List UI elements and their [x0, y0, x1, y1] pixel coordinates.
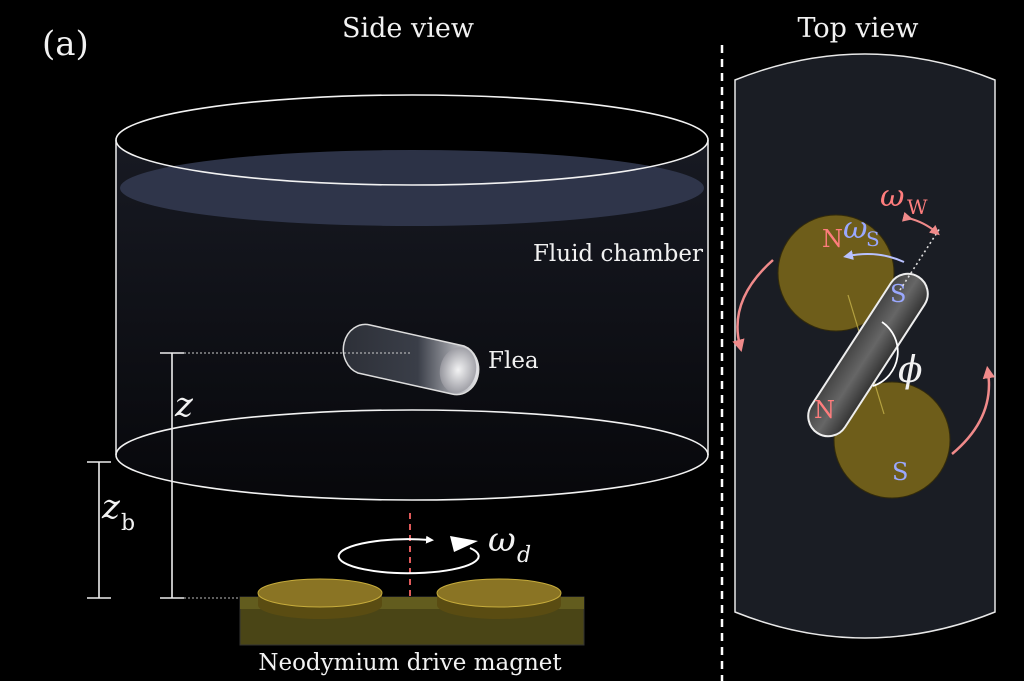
drive-magnet: [239, 578, 585, 646]
fluid-chamber-label: Fluid chamber: [533, 241, 703, 267]
side-view: (a) Side view Fluid chamber Flea z z b ω…: [42, 13, 709, 676]
flea-label: Flea: [488, 348, 539, 374]
top-flea: [807, 272, 929, 438]
drive-arrowhead: [450, 536, 478, 552]
omega-s-subscript: S: [866, 227, 880, 251]
z-dimension: [160, 352, 184, 599]
magnet-disk-right: [436, 578, 562, 608]
flea-axis-line: [899, 227, 941, 291]
z-label: z: [174, 385, 194, 425]
chamber-body: [116, 140, 708, 500]
panel-label: (a): [42, 24, 89, 64]
phi-arc: [872, 321, 899, 387]
zb-label: z: [101, 487, 121, 527]
magnet-label: Neodymium drive magnet: [258, 650, 562, 676]
magnet-disk-left: [257, 578, 383, 608]
flea-s-pole: S: [890, 280, 906, 308]
flea: [342, 323, 480, 396]
pink-arrow-right: [951, 365, 996, 455]
zb-dimension: [87, 461, 111, 599]
magnet-n-pole: N: [822, 225, 843, 253]
zb-subscript: b: [121, 511, 135, 536]
chamber-base: [115, 409, 709, 501]
phi-label: ϕ: [898, 350, 923, 391]
drive-rotation-arrow: [337, 535, 480, 575]
pink-arrow-left: [732, 259, 774, 353]
omega-s-label: ω: [843, 211, 867, 246]
chamber-rim: [115, 94, 709, 186]
fluid-surface: [120, 150, 704, 226]
magnet-s-pole: S: [892, 458, 908, 486]
flea-end-cap: [439, 347, 477, 393]
top-magnet-south: [833, 381, 951, 499]
omega-w-subscript: W: [907, 195, 928, 219]
side-view-title: Side view: [342, 13, 474, 44]
omega-d-label: ω: [488, 520, 516, 560]
flea-n-pole: N: [814, 396, 835, 424]
top-view-title: Top view: [797, 13, 918, 44]
omega-d-subscript: d: [517, 543, 531, 568]
top-magnet-north: [777, 214, 895, 332]
spin-arrow: [843, 250, 905, 263]
top-view: Top view N S S N ϕ ω S ω W: [732, 13, 996, 639]
omega-w-label: ω: [880, 179, 904, 214]
wobble-arrow: [901, 211, 940, 236]
